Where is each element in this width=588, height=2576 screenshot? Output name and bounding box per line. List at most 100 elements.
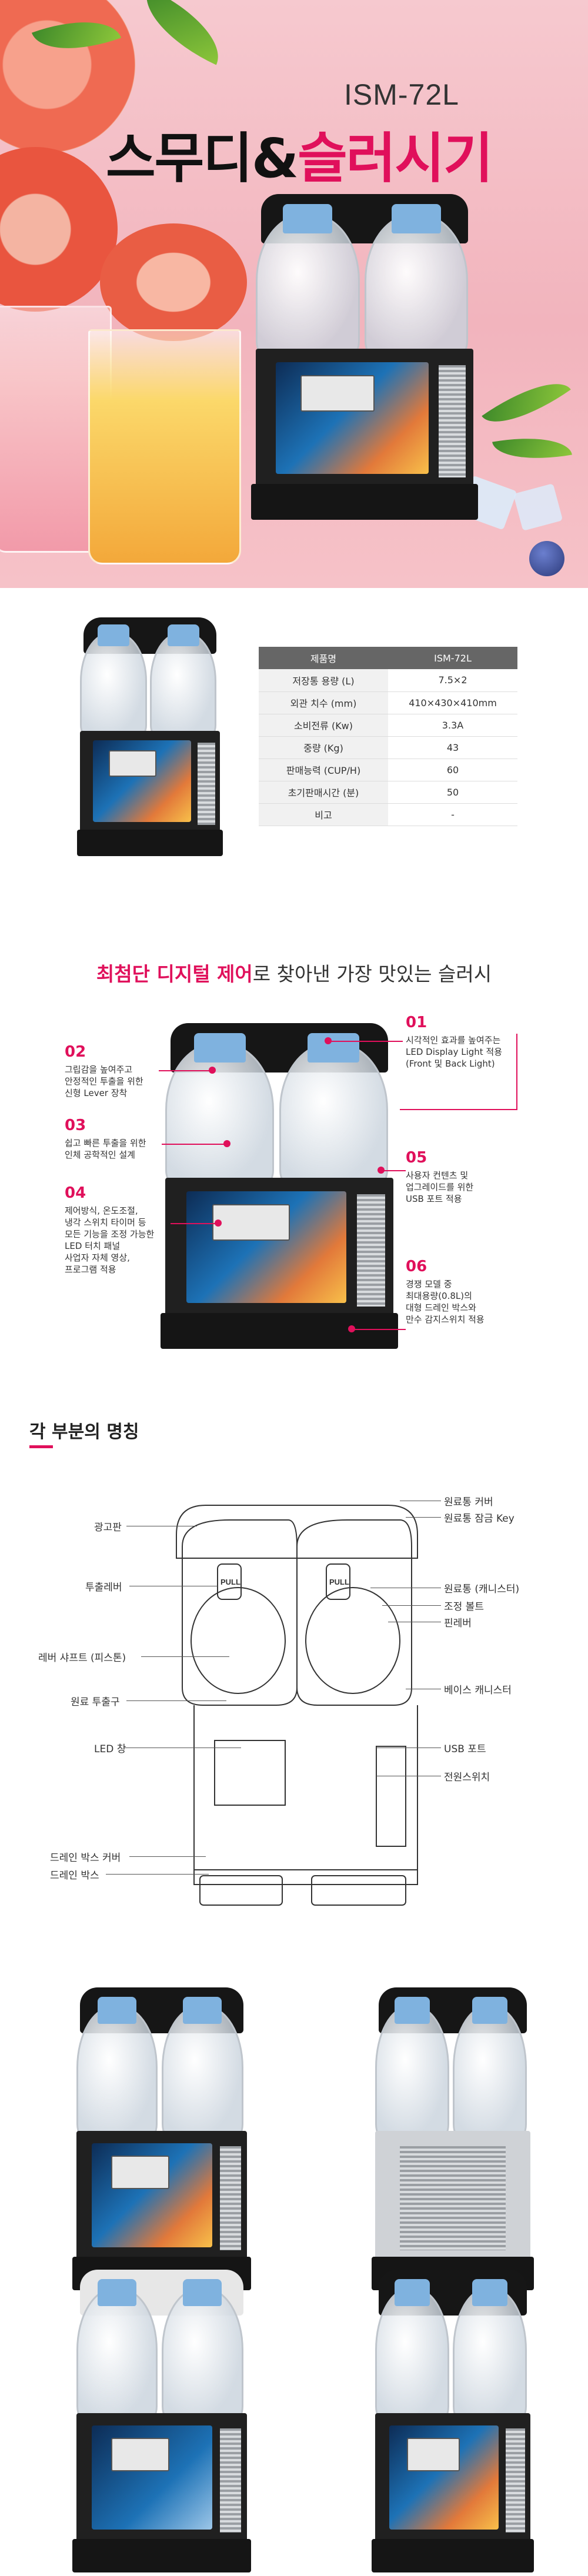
features-machine-image	[150, 1023, 409, 1352]
spec-value: 410×430×410mm	[388, 691, 517, 714]
feature-number: 01	[406, 1014, 427, 1031]
spec-row: 저장통 용량 (L)7.5×2	[259, 669, 517, 692]
spec-table: 제품명 ISM-72L 저장통 용량 (L)7.5×2 외관 치수 (mm)41…	[259, 647, 517, 826]
hero-model-name: ISM-72L	[344, 78, 459, 111]
feature-marker-dot	[348, 1325, 355, 1332]
part-label-right: 전원스위치	[444, 1772, 490, 1783]
part-label-left: 드레인 박스 커버	[50, 1852, 121, 1864]
part-label-right: 원료통 (캐니스터)	[444, 1583, 520, 1595]
line-drawing-machine: PULL PULL	[176, 1505, 418, 1906]
gallery-machine-angle	[365, 2270, 541, 2575]
part-label-left: 원료 투출구	[71, 1696, 120, 1708]
pull-label-right: PULL	[329, 1578, 349, 1586]
feature-text: 쉽고 빠른 투출을 위한 인체 공학적인 설계	[65, 1138, 146, 1160]
part-label-right: 원료통 커버	[444, 1496, 493, 1508]
blueberry-image	[529, 541, 564, 576]
feature-leader-line	[162, 1144, 226, 1145]
spec-key: 소비전류 (Kw)	[259, 714, 388, 737]
feature-marker-dot	[377, 1167, 385, 1174]
feature-leader-line	[159, 1070, 212, 1071]
hero-title: 스무디&슬러시기	[106, 115, 493, 193]
gallery-machine-front-left	[65, 1987, 259, 2293]
features-heading-rest: 로 찾아낸 가장 맛있는 슬러시	[252, 963, 492, 985]
spec-row: 외관 치수 (mm)410×430×410mm	[259, 691, 517, 714]
part-label-right: USB 포트	[444, 1743, 486, 1755]
feature-callout-02: 02 그립감을 높여주고 안정적인 투출을 위한 신형 Lever 장착	[65, 1044, 176, 1099]
part-label-left: 레버 샤프트 (피스톤)	[38, 1652, 126, 1664]
spec-row: 소비전류 (Kw)3.3A	[259, 714, 517, 737]
spec-row: 비고-	[259, 803, 517, 826]
part-pointer	[106, 1874, 209, 1875]
mint-leaf-image	[131, 0, 234, 65]
spec-key: 초기판매시간 (분)	[259, 781, 388, 804]
spec-key: 저장통 용량 (L)	[259, 669, 388, 692]
part-label-left: 광고판	[94, 1522, 122, 1533]
feature-number: 03	[65, 1117, 86, 1134]
feature-callout-03: 03 쉽고 빠른 투출을 위한 인체 공학적인 설계	[65, 1117, 176, 1161]
feature-leader-line	[353, 1329, 406, 1330]
spec-key: 비고	[259, 803, 388, 826]
spec-value: 50	[388, 781, 517, 804]
parts-heading: 각 부분의 명칭	[29, 1417, 139, 1448]
feature-text: 경쟁 모델 중 최대용량(0.8L)의 대형 드레인 박스와 만수 감지스위치 …	[406, 1279, 485, 1325]
features-heading: 최첨단 디지털 제어로 찾아낸 가장 맛있는 슬러시	[0, 958, 588, 987]
hero-title-part1: 스무디	[106, 127, 253, 190]
feature-number: 02	[65, 1043, 86, 1061]
spec-row: 초기판매시간 (분)50	[259, 781, 517, 804]
spec-row: 중량 (Kg)43	[259, 736, 517, 759]
feature-number: 06	[406, 1258, 427, 1275]
gallery-machine-front-off	[65, 2270, 259, 2575]
features-heading-highlight: 최첨단 디지털 제어	[96, 963, 253, 985]
part-label-right: 베이스 캐니스터	[444, 1685, 512, 1696]
spec-header-row: 제품명 ISM-72L	[259, 647, 517, 669]
part-pointer	[129, 1856, 206, 1857]
feature-frame	[400, 1034, 517, 1110]
feature-number: 04	[65, 1184, 86, 1202]
feature-marker-dot	[223, 1140, 230, 1147]
feature-callout-06: 06 경쟁 모델 중 최대용량(0.8L)의 대형 드레인 박스와 만수 감지스…	[406, 1258, 523, 1325]
spec-value: 7.5×2	[388, 669, 517, 692]
spec-value: -	[388, 803, 517, 826]
parts-heading-text: 각 부분의 명칭	[29, 1422, 139, 1442]
part-label-left: 드레인 박스	[50, 1870, 99, 1882]
feature-leader-line	[171, 1223, 218, 1224]
spec-header-cell: ISM-72L	[388, 647, 517, 669]
part-label-left: 투출레버	[85, 1582, 122, 1593]
spec-value: 60	[388, 759, 517, 781]
feature-leader-line	[382, 1170, 406, 1171]
feature-text: 시각적인 효과를 높여주는 LED Display Light 적용 (Fron…	[406, 1035, 503, 1069]
part-label-right: 원료통 잠금 Key	[444, 1513, 514, 1525]
hero-title-amp: &	[251, 127, 299, 190]
hero-banner: ISM-72L 스무디&슬러시기	[0, 0, 588, 588]
mint-leaf-image	[482, 365, 571, 440]
spec-key: 판매능력 (CUP/H)	[259, 759, 388, 781]
feature-text: 그립감을 높여주고 안정적인 투출을 위한 신형 Lever 장착	[65, 1064, 143, 1098]
part-label-right: 조정 볼트	[444, 1601, 484, 1613]
spec-key: 외관 치수 (mm)	[259, 691, 388, 714]
mint-leaf-image	[492, 429, 572, 468]
ice-cube-image	[513, 483, 563, 531]
feature-callout-01: 01 시각적인 효과를 높여주는 LED Display Light 적용 (F…	[406, 1014, 523, 1070]
spec-value: 43	[388, 736, 517, 759]
spec-header-cell: 제품명	[259, 647, 388, 669]
part-pointer	[126, 1700, 226, 1701]
feature-callout-04: 04 제어방식, 온도조절, 냉각 스위치 타이머 등 모든 기능을 조정 가능…	[65, 1185, 182, 1275]
part-label-right: 핀레버	[444, 1618, 472, 1629]
feature-text: 제어방식, 온도조절, 냉각 스위치 타이머 등 모든 기능을 조정 가능한 L…	[65, 1205, 155, 1275]
spec-value: 3.3A	[388, 714, 517, 737]
feature-marker-dot	[325, 1037, 332, 1044]
spec-machine-image	[71, 617, 229, 858]
feature-marker-dot	[209, 1067, 216, 1074]
feature-text: 사용자 컨텐츠 및 업그레이드를 위한 USB 포트 적용	[406, 1170, 474, 1204]
hero-title-part2: 슬러시기	[298, 127, 493, 190]
gallery-machine-side-right	[365, 1987, 541, 2293]
grapefruit-slice-2-image	[100, 223, 247, 341]
pull-label-left: PULL	[220, 1578, 240, 1586]
feature-leader-line	[329, 1041, 403, 1042]
part-pointer	[406, 1517, 441, 1518]
feature-marker-dot	[215, 1219, 222, 1227]
part-pointer	[141, 1656, 229, 1657]
feature-callout-05: 05 사용자 컨텐츠 및 업그레이드를 위한 USB 포트 적용	[406, 1150, 523, 1205]
hero-machine-image	[241, 194, 488, 523]
spec-row: 판매능력 (CUP/H)60	[259, 759, 517, 781]
